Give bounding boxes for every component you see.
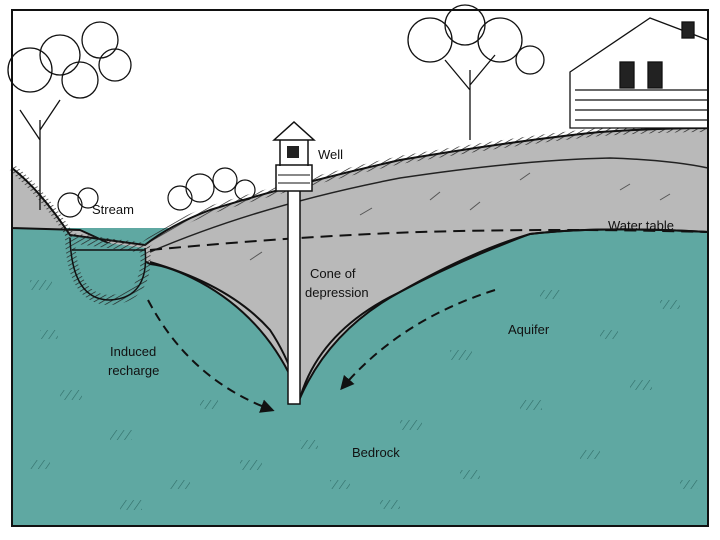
label-induced-recharge-2: recharge	[108, 363, 159, 378]
label-induced-recharge-1: Induced	[110, 344, 156, 359]
label-aquifer: Aquifer	[508, 322, 550, 337]
label-well: Well	[318, 147, 343, 162]
well-casing	[288, 190, 300, 404]
label-water-table: Water table	[608, 218, 674, 233]
label-cone-of-depression-1: Cone of	[310, 266, 356, 281]
label-bedrock: Bedrock	[352, 445, 400, 460]
label-stream: Stream	[92, 202, 134, 217]
label-cone-of-depression-2: depression	[305, 285, 369, 300]
